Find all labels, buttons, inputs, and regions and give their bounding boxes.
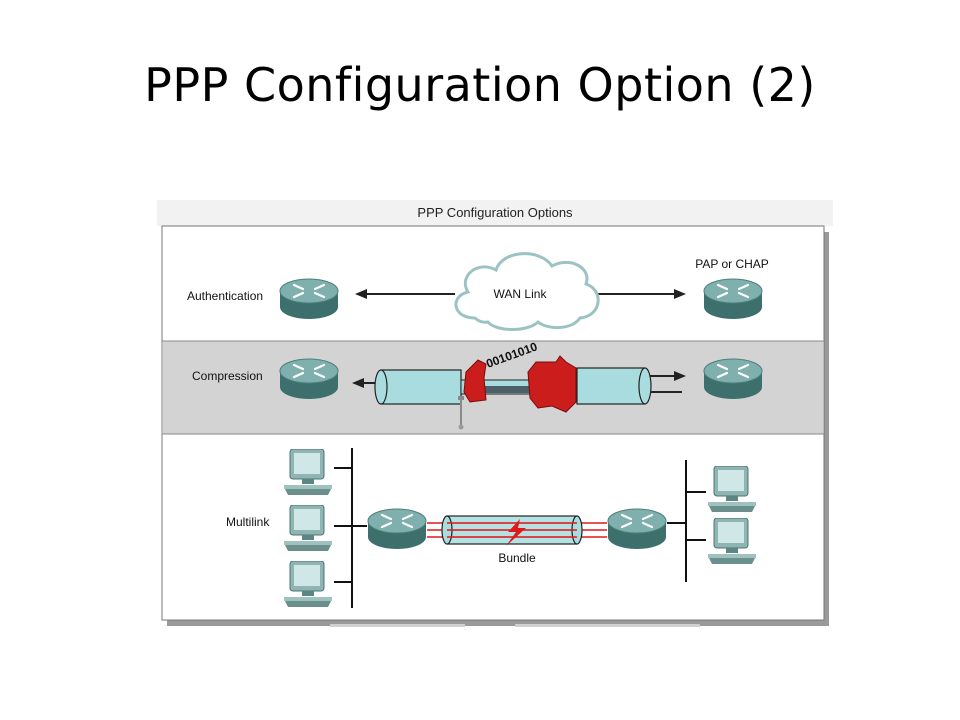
wan-link-label: WAN Link: [494, 287, 548, 301]
compression-tube-right: [576, 367, 646, 405]
compression-tube-left: [380, 369, 462, 405]
slide-title: PPP Configuration Option (2): [144, 58, 816, 112]
figure-header-bg: [157, 200, 833, 226]
router-icon: [703, 357, 763, 401]
pap-chap-label: PAP or CHAP: [695, 257, 769, 271]
router-icon: [279, 357, 339, 401]
authentication-label: Authentication: [187, 289, 263, 303]
vise-icon: [458, 355, 577, 430]
multilink-label: Multilink: [226, 515, 270, 529]
router-icon: [607, 507, 667, 551]
router-icon: [279, 277, 339, 321]
wan-cloud-icon: [454, 252, 600, 331]
compression-label: Compression: [192, 369, 263, 383]
router-icon: [367, 507, 427, 551]
figure-title: PPP Configuration Options: [417, 205, 573, 220]
lightning-icon: [506, 519, 526, 546]
router-icon: [703, 277, 763, 321]
bundle-label: Bundle: [498, 551, 536, 565]
